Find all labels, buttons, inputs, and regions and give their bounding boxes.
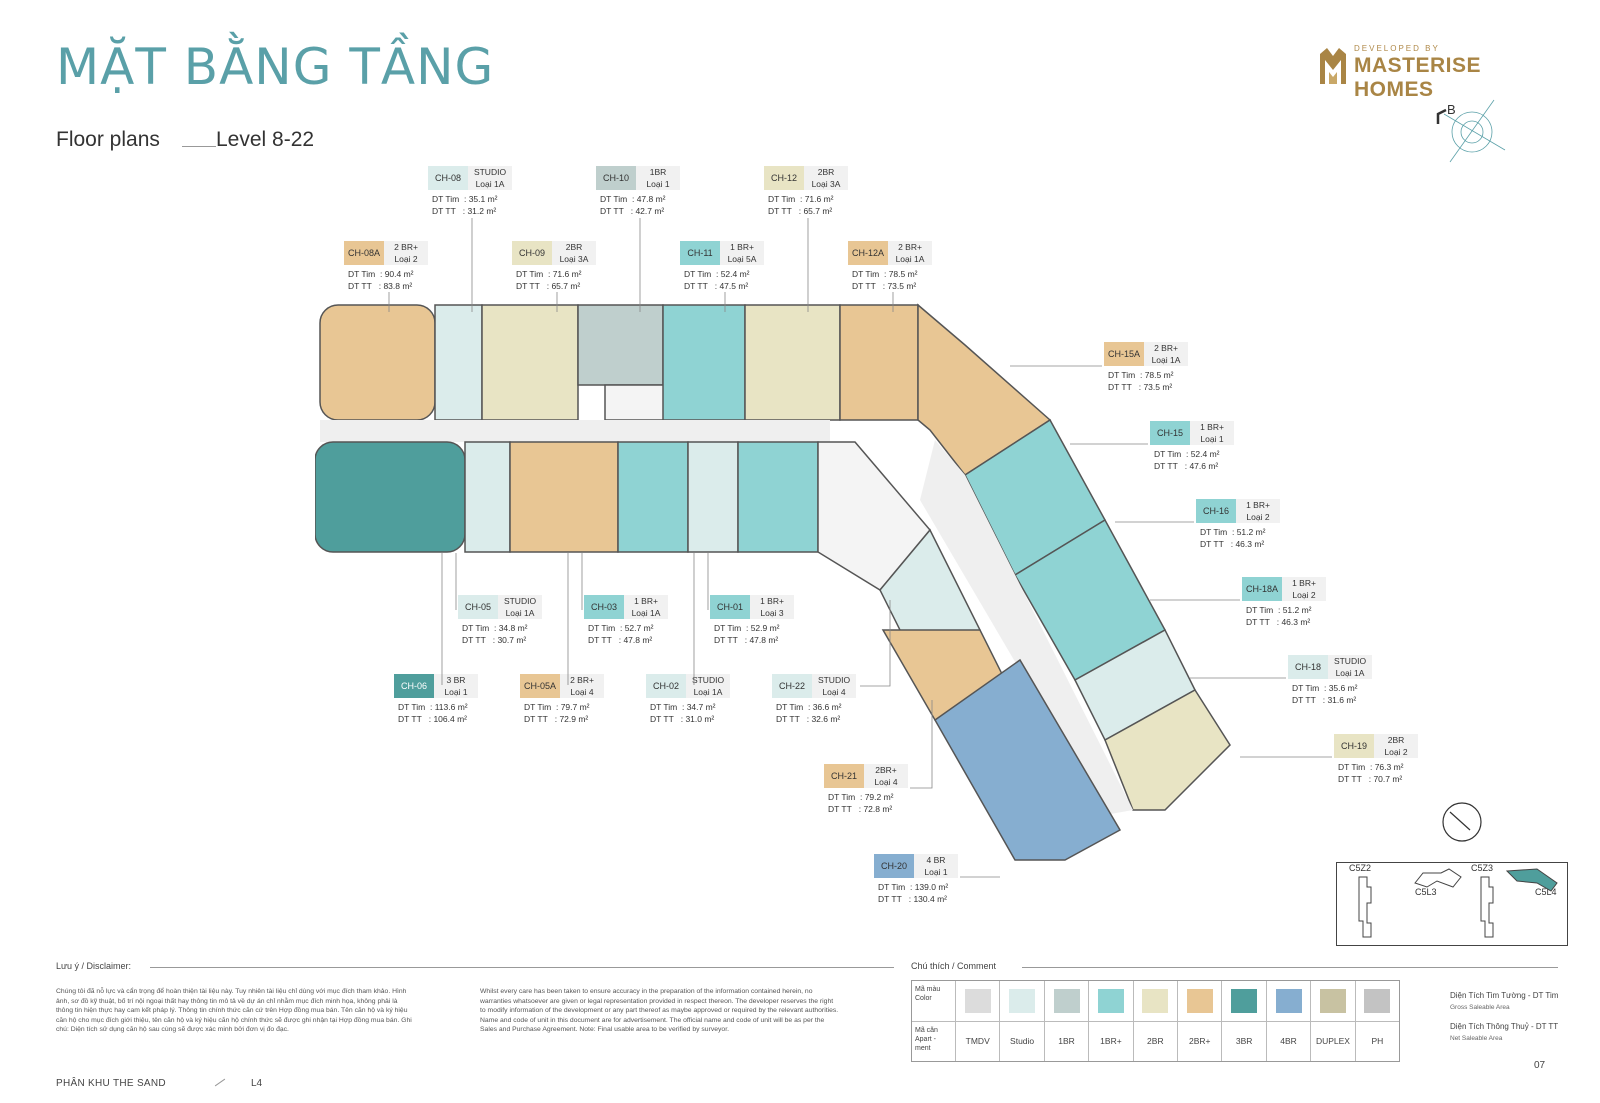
disclaimer-divider [150, 967, 894, 968]
gross-area-subtitle: Gross Saleable Area [1450, 1004, 1510, 1011]
level-label: Level 8-22 [216, 128, 315, 151]
unit-code: CH-08 [428, 166, 468, 190]
comment-divider [1022, 967, 1558, 968]
page-subtitle: Floor plans [56, 128, 160, 151]
north-compass: B [1430, 92, 1510, 177]
masterise-logo-icon [1320, 48, 1346, 84]
subtitle-divider [182, 146, 216, 147]
developed-by-label: DEVELOPED BY [1354, 44, 1440, 53]
disclaimer-label: Lưu ý / Disclaimer: [56, 961, 132, 971]
unit-ch-11[interactable] [662, 304, 746, 421]
brand-name: MASTERISE HOMES [1354, 54, 1482, 101]
key-plan-map [1358, 868, 1558, 938]
unit-ch-10[interactable] [577, 304, 664, 386]
unit-ch-05a[interactable] [509, 441, 619, 553]
unit-ch-20[interactable] [934, 658, 1122, 861]
comment-label: Chú thích / Comment [911, 961, 997, 971]
unit-ch-19[interactable] [1104, 689, 1231, 811]
page-number: 07 [1534, 1060, 1546, 1071]
footer-block: L4 [251, 1078, 263, 1089]
unit-ch-12a[interactable] [839, 304, 919, 421]
floor-plan [315, 303, 1231, 861]
corridor-spine [920, 440, 1133, 815]
brand-logo: DEVELOPED BY MASTERISE HOMES [1318, 44, 1558, 101]
orientation-circle-icon [1442, 802, 1482, 842]
net-area-subtitle: Net Saleable Area [1450, 1035, 1503, 1042]
page-title: MẶT BẰNG TẦNG [56, 38, 495, 96]
corridor [320, 420, 830, 442]
unit-ch-02[interactable] [687, 441, 739, 553]
disclaimer-english: Whilst every care has been taken to ensu… [480, 988, 839, 1033]
net-area-definition: Diện Tích Thông Thuỷ - DT TT [1450, 1022, 1559, 1031]
unit-ch-01[interactable] [737, 441, 819, 553]
disclaimer-vietnamese: Chúng tôi đã nỗ lực và cẩn trọng để hoàn… [56, 988, 412, 1033]
key-plan: C5Z2 C5L3 C5Z3 C5L4 [1336, 862, 1568, 946]
svg-text:B: B [1447, 102, 1456, 117]
unit-ch-12[interactable] [744, 304, 841, 421]
gross-area-definition: Diện Tích Tim Tường - DT Tim [1450, 991, 1559, 1000]
footer-zone: PHÂN KHU THE SAND [56, 1078, 166, 1089]
compass-icon: B [1436, 99, 1506, 163]
